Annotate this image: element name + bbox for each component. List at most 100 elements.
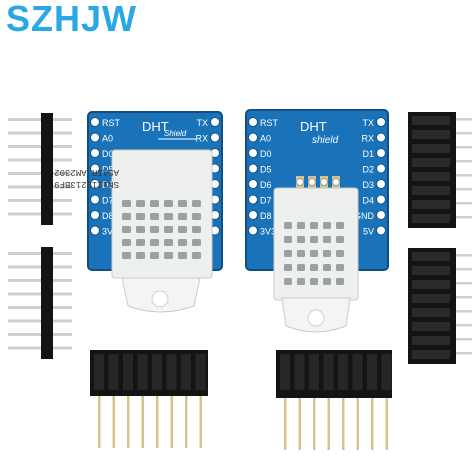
pin-label: RX [195,134,208,144]
pin-label: RST [102,118,121,128]
solder-pad [376,210,386,220]
pin-label: D7 [102,196,114,206]
board-title: DHT [142,119,169,134]
solder-pad [248,225,258,236]
header-pin [452,188,472,191]
sensor-vent [150,239,159,246]
header-socket [412,308,450,317]
sensor-vent [150,226,159,233]
pin-label: RST [260,118,279,128]
header-pin [185,396,188,448]
sensor-vent [178,239,187,246]
header-pin [452,202,472,205]
header-pin [452,160,472,163]
pin-label: D0 [102,149,114,159]
sensor-vent [284,250,292,257]
sensor-vent [310,236,318,243]
pin-label: D6 [260,180,272,190]
solder-pad [248,163,258,174]
pin-label: D5 [102,165,114,175]
header-pin [8,306,72,309]
header-pin [452,132,472,135]
sensor-vent [164,200,173,207]
board-subtitle: shield [312,135,339,146]
header-pin [8,118,72,121]
male-pin-header-top-left [8,113,72,225]
pin-label: A0 [102,134,113,144]
header-socket [412,186,450,195]
sensor-vent [136,252,145,259]
header-socket [412,116,450,125]
brand-watermark: SZHJW [6,0,137,39]
sensor-vent [336,222,344,229]
header-socket [94,354,104,390]
header-pin [371,398,374,450]
sensor-vent [136,239,145,246]
sensor-vent [336,264,344,271]
solder-pad [90,225,100,236]
header-pin [385,398,388,450]
sensor-vent [164,213,173,220]
sensor-vent [122,226,131,233]
header-pin [452,352,472,355]
header-pin [8,252,72,255]
sensor-vent [297,222,305,229]
sensor-vent [164,226,173,233]
sensor-vent [150,200,159,207]
header-socket [381,354,392,390]
header-pin [8,172,72,175]
header-socket [352,354,363,390]
header-pin [8,292,72,296]
sensor-vent [192,252,201,259]
sensor-vent [284,236,292,243]
pin-label: D3 [362,180,374,190]
header-pin [452,118,472,121]
pin-label: A0 [260,134,271,144]
sensor-vent [136,200,145,207]
header-socket [108,354,119,390]
header-pin [452,174,472,177]
pin-label: TX [196,118,208,128]
female-header-bottom-center [276,350,392,450]
pin-label: D8 [260,211,272,221]
header-pin [452,254,472,257]
header-socket [338,354,348,390]
header-pin [8,199,72,202]
sensor-vent [284,278,292,285]
solder-pad [248,179,258,189]
board-subtitle: Shield [164,129,187,138]
header-socket [166,354,177,390]
pin-label: D6 [102,180,114,190]
sensor-vent [150,252,159,259]
sensor-vent [178,252,187,259]
sensor-vent [178,213,187,220]
pin-label: D7 [260,196,272,206]
header-pin [8,279,72,282]
header-pin [170,396,173,448]
header-socket [412,280,450,289]
header-pin [8,319,72,323]
header-pin [8,131,72,135]
pin-label: 3V3 [102,227,118,237]
solder-pad [376,163,386,174]
header-pin [452,268,472,271]
sensor-vent [136,213,145,220]
solder-pad [90,132,100,143]
sensor-serial: SN1119213BF9 [54,179,119,189]
header-pin [452,296,472,299]
header-pin [452,338,472,341]
header-socket [412,144,450,153]
sensor-vent [297,250,305,257]
header-pin [313,398,316,450]
sensor-vent [192,239,201,246]
header-pin [284,398,287,450]
sensor-vent [297,264,305,271]
header-socket [412,350,450,359]
board-title: DHT [300,119,327,134]
solder-pad [90,194,100,205]
female-header-bottom-right [408,248,472,364]
solder-pad [248,117,258,127]
header-pin [98,396,101,448]
